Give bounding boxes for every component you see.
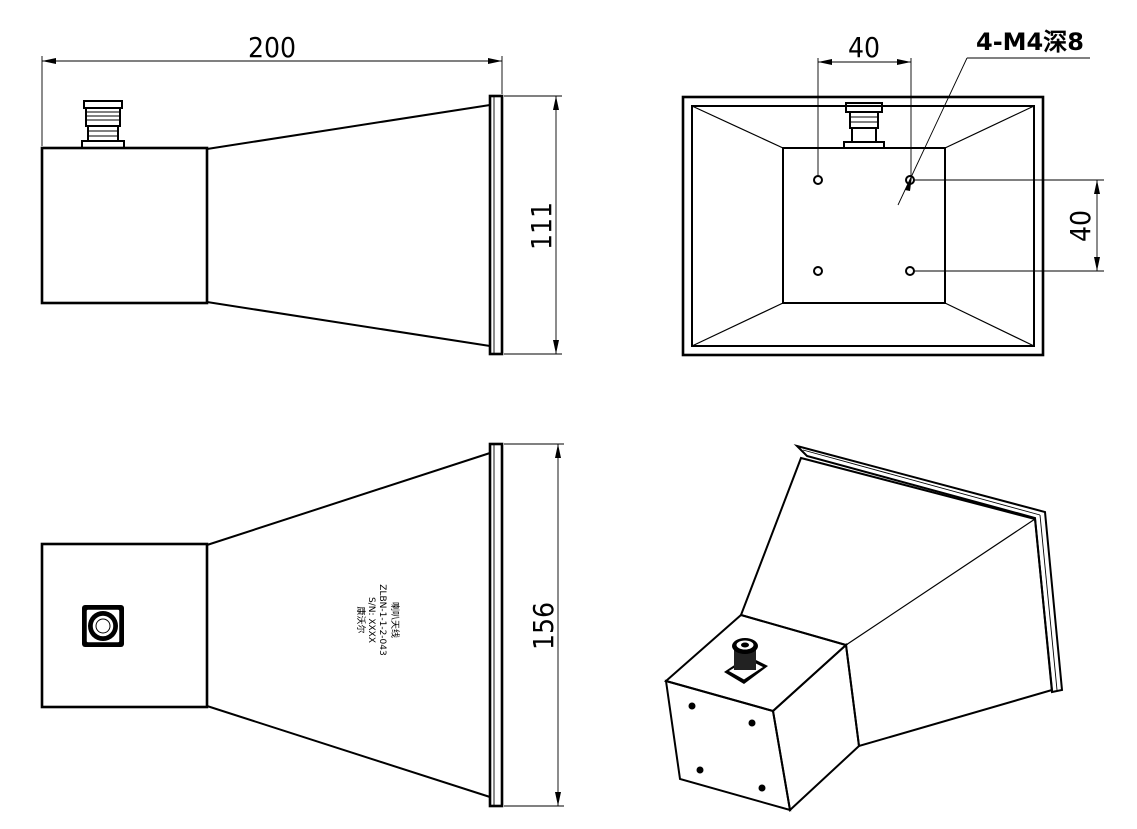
nameplate-line4: 康沃尔 — [355, 606, 367, 633]
side-flare-top — [206, 104, 491, 150]
screw-icon — [748, 719, 756, 727]
connector-top-icon — [82, 605, 124, 647]
thread-callout: 4-M4深8 — [897, 28, 1090, 206]
iso-box-front — [664, 679, 792, 812]
nameplate-line2: ZLBN-1-1-2-043 — [377, 584, 387, 655]
dim-length: 200 — [41, 31, 503, 146]
front-view: 40 40 4-M4深8 — [681, 28, 1104, 357]
screw-icon — [696, 766, 704, 774]
iso-box-side — [771, 642, 861, 812]
mount-holes — [813, 175, 915, 276]
side-view: 200 111 — [40, 31, 562, 356]
front-aperture — [691, 105, 1035, 347]
screw-icon — [688, 702, 696, 710]
top-flare-top — [206, 452, 491, 546]
dim-width-label: 156 — [527, 602, 560, 650]
dim-hole-y-label: 40 — [1064, 210, 1097, 242]
nameplate-line3: S/N: XXXX — [366, 597, 376, 643]
connector-front — [843, 102, 885, 149]
nameplate-line1: 喇叭天线 — [389, 602, 401, 638]
dim-height-label: 111 — [525, 202, 558, 250]
side-flange — [488, 94, 504, 356]
hole-icon — [905, 266, 915, 276]
screw-icon — [758, 784, 766, 792]
front-outer-flange — [681, 95, 1045, 357]
nameplate: 喇叭天线 ZLBN-1-1-2-043 S/N: XXXX 康沃尔 — [355, 584, 401, 655]
dim-hole-y: 40 — [914, 179, 1104, 272]
dim-hole-x: 40 — [817, 31, 912, 176]
connector-iso-icon — [724, 638, 768, 684]
dim-width: 156 — [504, 443, 564, 807]
top-flange — [488, 442, 504, 808]
isometric-view — [663, 444, 1064, 812]
dim-length-label: 200 — [248, 31, 296, 64]
hole-icon — [813, 175, 823, 185]
hole-icon — [813, 266, 823, 276]
dim-height: 111 — [504, 95, 562, 355]
side-body — [40, 146, 209, 305]
dim-hole-x-label: 40 — [848, 31, 880, 64]
side-flare-bottom — [206, 301, 491, 347]
thread-callout-label: 4-M4深8 — [976, 28, 1084, 56]
connector-side — [81, 100, 125, 149]
front-back-face — [782, 147, 946, 304]
top-flare-bottom — [206, 705, 491, 798]
top-view: 喇叭天线 ZLBN-1-1-2-043 S/N: XXXX 康沃尔 156 — [40, 442, 564, 808]
top-body — [40, 542, 209, 709]
